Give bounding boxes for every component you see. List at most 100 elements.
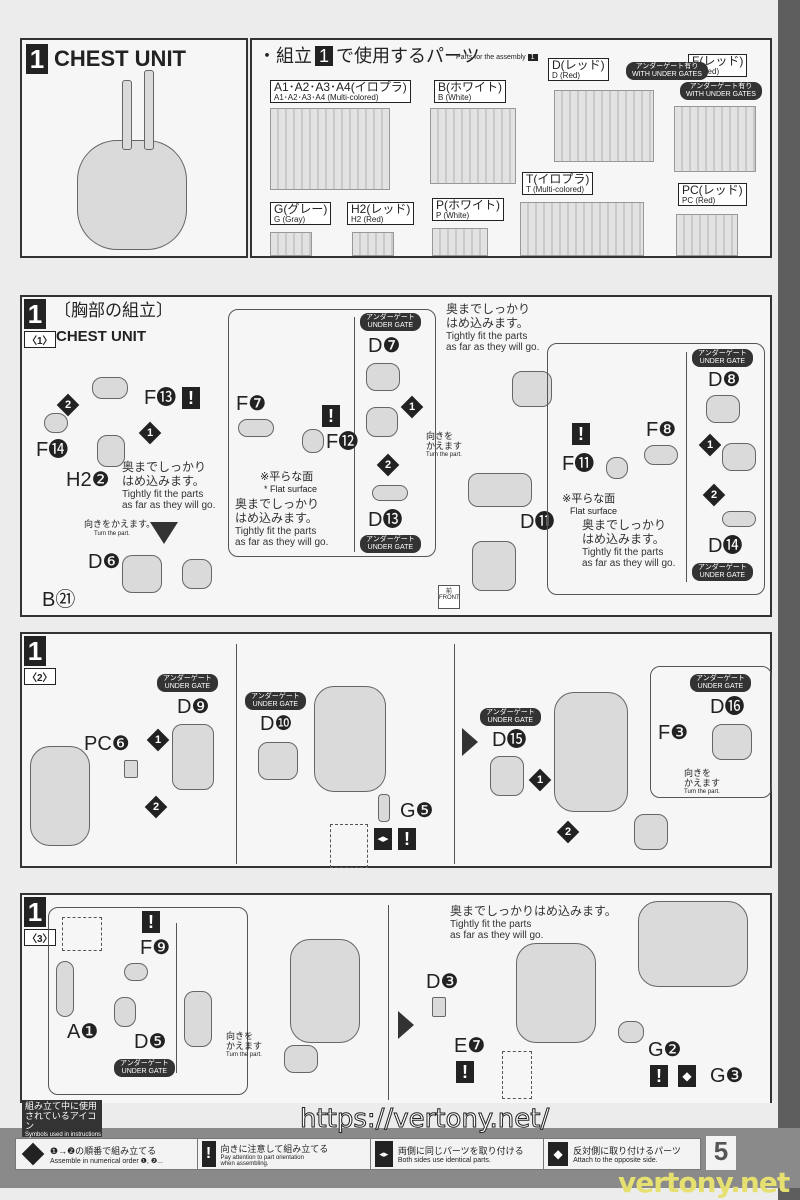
part-label: F❼ — [236, 393, 267, 415]
order-number: 1 — [706, 439, 714, 451]
next-step-arrow-icon — [462, 728, 478, 756]
detail-inset — [330, 824, 368, 868]
order-number: 1 — [536, 774, 544, 786]
divider — [388, 905, 389, 1100]
tight-fit-en: Tightly fit the parts as far as they wil… — [235, 525, 329, 549]
part-d13-illustration — [372, 485, 408, 501]
step-number: 1 — [24, 299, 46, 329]
order-number: 2 — [384, 459, 392, 471]
runner-h2-image — [352, 232, 394, 256]
step-1-2-section: 1 〈2〉 アンダーゲート UNDER GATE D❾ PC❻ 1 2 アンダー… — [20, 632, 772, 868]
flat-surface-en: * Flat surface — [264, 484, 318, 494]
part-illustration — [634, 814, 668, 850]
part-illustration — [512, 371, 552, 407]
legend-en: Attach to the opposite side. — [573, 1157, 658, 1164]
part-f8-illustration — [644, 445, 678, 465]
part-f12-illustration — [302, 429, 324, 453]
runner-label-en: G (Gray) — [274, 214, 306, 224]
runner-t-image — [520, 202, 644, 256]
runner-g-image — [270, 232, 312, 256]
tight-fit-note: 奥までしっかり はめ込みます。Tightly fit the parts as … — [446, 302, 540, 354]
part-label: A❶ — [67, 1021, 99, 1043]
under-gate-badge: アンダーゲート UNDER GATE — [692, 349, 753, 367]
runner-f-image — [674, 106, 756, 172]
part-g2-illustration — [618, 1021, 644, 1043]
with-under-gates-badge: アンダーゲート有り WITH UNDER GATES — [626, 62, 708, 80]
chest-assembly-illustration — [554, 692, 628, 812]
part-pc6-illustration — [124, 760, 138, 778]
part-d10-illustration — [258, 742, 298, 780]
part-label: D❿ — [260, 713, 293, 735]
chest-assembly-illustration — [516, 943, 596, 1043]
order-2-icon: 2 — [702, 483, 726, 507]
orientation-warning-icon: ! — [322, 405, 340, 427]
runner-label-g: G(グレー)G (Gray) — [270, 202, 332, 225]
next-step-arrow-icon — [398, 1011, 414, 1039]
under-gate-badge: アンダーゲート UNDER GATE — [360, 313, 421, 331]
chest-assembly-illustration — [314, 686, 386, 792]
header-step-number: 1 — [26, 44, 48, 74]
legend-jp: 反対側に取り付けるパーツ — [573, 1146, 681, 1156]
runner-label-jp: P(ホワイト) — [436, 198, 500, 212]
detail-callout-box — [48, 907, 248, 1095]
tight-fit-note: 奥までしっかり はめ込みます。Tightly fit the parts as … — [582, 518, 675, 570]
part-label: H2❷ — [66, 469, 110, 491]
step-number: 1 — [24, 636, 46, 666]
runner-label-jp: G(グレー) — [274, 202, 328, 216]
tight-fit-en: Tightly fit the parts as far as they wil… — [446, 330, 540, 354]
part-d7-illustration — [366, 363, 400, 391]
tight-fit-jp: 奥までしっかり はめ込みます。 — [446, 302, 531, 330]
part-illustration — [284, 1045, 318, 1073]
part-g5-illustration — [378, 794, 390, 822]
chest-unit-illustration — [77, 140, 187, 250]
runner-label-en: B (White) — [438, 92, 472, 102]
part-label: D❾ — [177, 696, 210, 718]
part-label: D⓭ — [368, 509, 403, 531]
tight-fit-jp: 奥までしっかり はめ込みます。 — [122, 460, 207, 488]
tight-fit-en: Tightly fit the parts as far as they wil… — [122, 488, 216, 512]
part-f14-illustration — [44, 413, 68, 433]
step-title-jp: 〔胸部の組立〕 — [54, 301, 173, 320]
order-number: 1 — [408, 401, 416, 413]
runner-pc-image — [676, 214, 738, 256]
chest-antenna-illustration — [144, 70, 154, 150]
opposite-side-icon: ◆ — [548, 1142, 569, 1166]
order-2-icon: 2 — [556, 820, 580, 844]
with-under-gates-badge: アンダーゲート有り WITH UNDER GATES — [680, 82, 762, 100]
assembly-illustration — [182, 559, 212, 589]
part-assembly-illustration — [184, 991, 212, 1047]
parts-heading-prefix: ・組立 — [258, 46, 312, 66]
order-number: 2 — [564, 826, 572, 838]
part-f7-illustration — [238, 419, 274, 437]
part-h2-illustration — [97, 435, 125, 467]
order-1-icon: 1 — [138, 421, 162, 445]
part-d9-illustration — [172, 724, 214, 790]
legend-en: Assemble in numerical order ❶, ❷... — [50, 1157, 163, 1165]
header-title: CHEST UNIT — [54, 46, 186, 71]
under-gate-badge: アンダーゲート UNDER GATE — [157, 674, 218, 692]
part-d16-illustration — [712, 724, 752, 760]
runner-label-en: T (Multi-colored) — [526, 184, 585, 194]
under-gate-badge: アンダーゲート UNDER GATE — [245, 692, 306, 710]
part-label: E❼ — [454, 1035, 486, 1057]
detail-inset — [502, 1051, 532, 1099]
down-arrow-icon — [150, 522, 178, 544]
legend-title-en: Symbols used in instructions — [25, 1131, 102, 1138]
url-watermark: https://vertony.net/ — [299, 1104, 550, 1135]
both-sides-icon: ◂▸ — [374, 1141, 393, 1167]
runner-label-jp: PC(レッド) — [682, 183, 743, 197]
tight-fit-en: Tightly fit the parts as far as they wil… — [450, 918, 544, 942]
part-label: F⓭ — [144, 387, 177, 409]
front-jp: 前 — [445, 589, 452, 595]
orientation-warning-icon: ! — [456, 1061, 474, 1083]
divider — [354, 317, 355, 552]
parts-heading-en: Parts for the assembly 1 — [456, 54, 538, 62]
part-d15-illustration — [490, 756, 524, 796]
